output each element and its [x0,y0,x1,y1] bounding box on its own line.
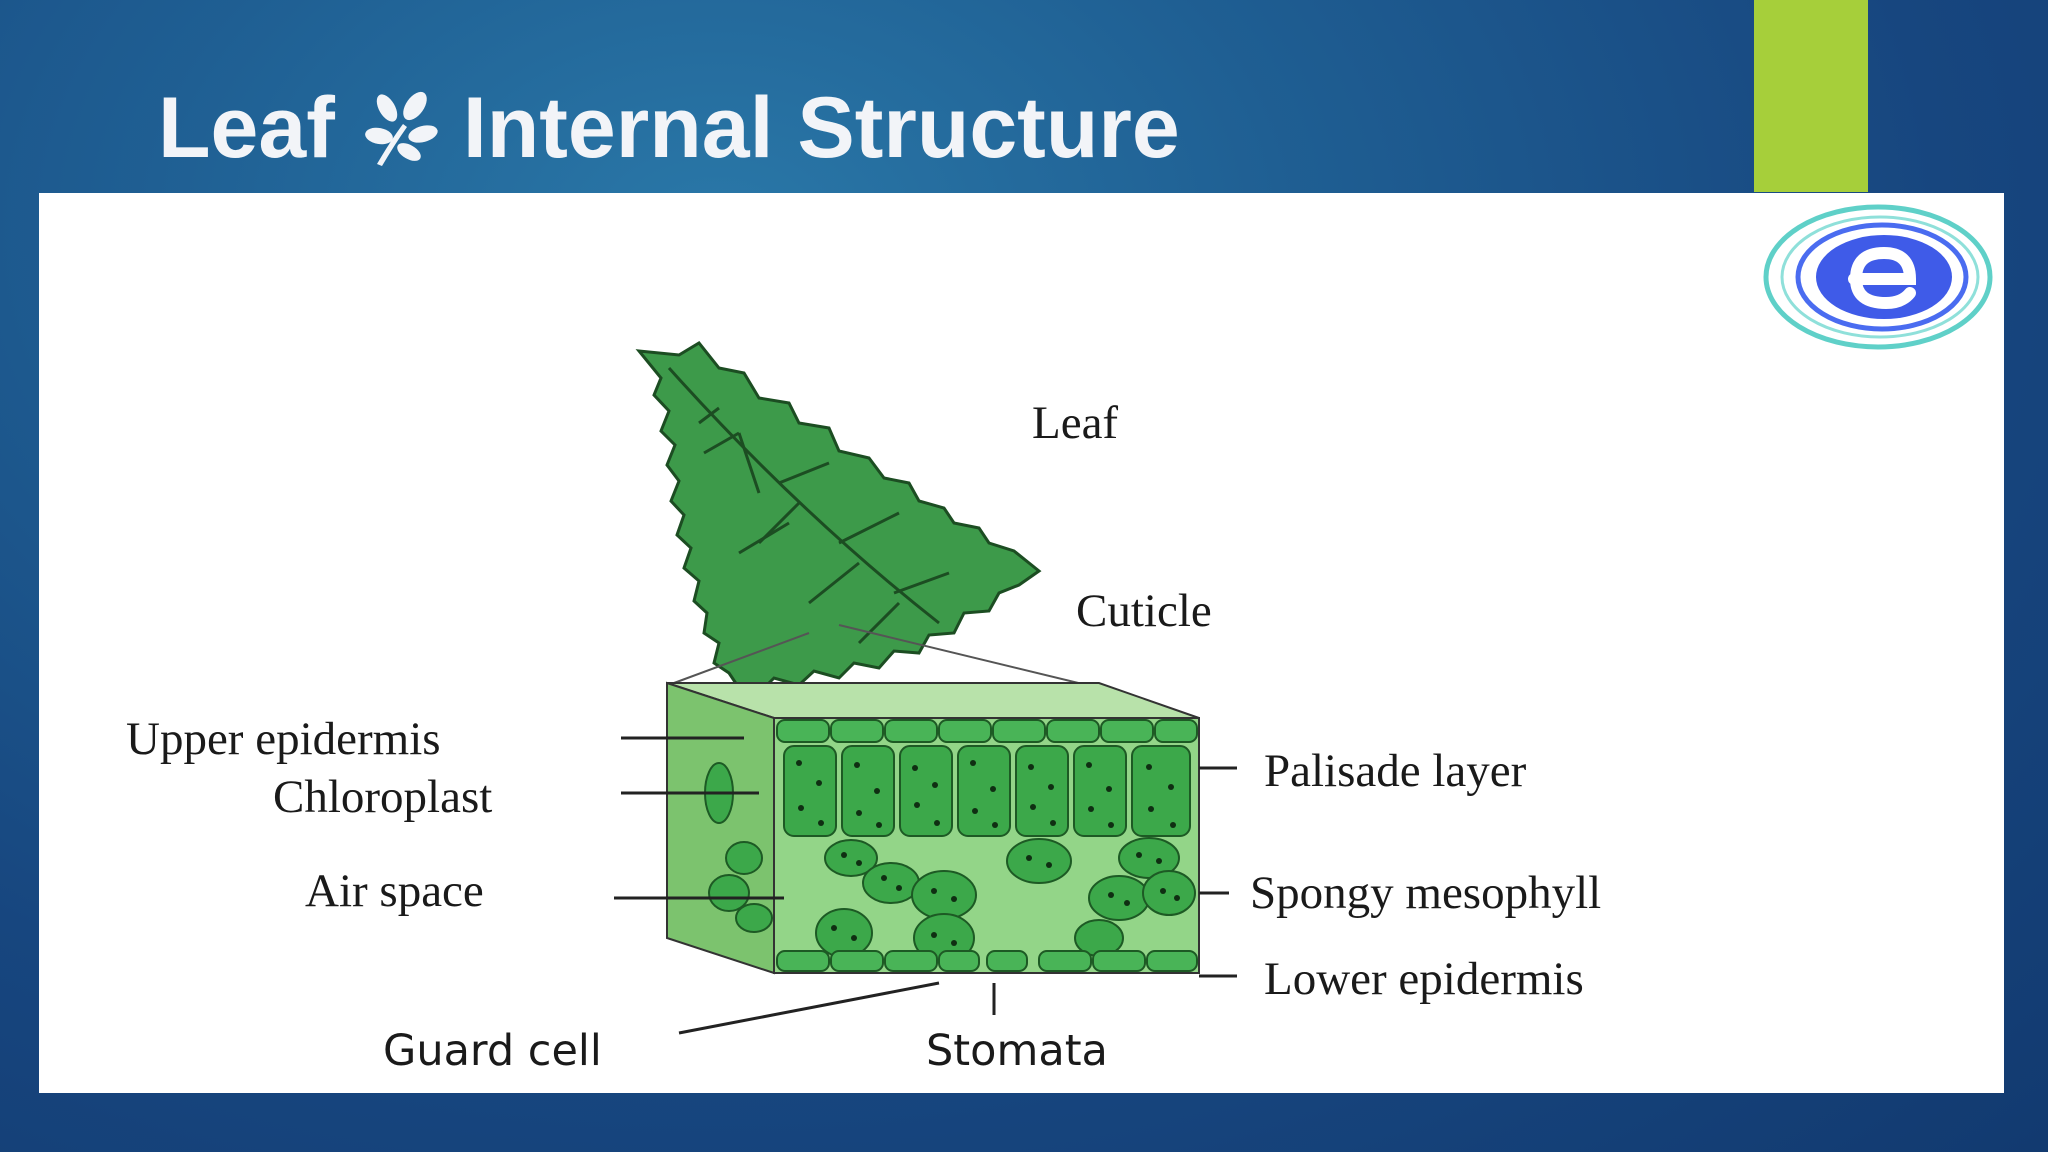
label-leaf: Leaf [1032,397,1119,449]
accent-bar [1754,0,1868,192]
leaf-structure-diagram [614,341,1237,1035]
label-guard-cell: Guard cell [383,1026,602,1076]
label-air-space: Air space [305,865,484,917]
tissue-block [666,681,1200,975]
label-cuticle: Cuticle [1076,585,1212,637]
label-upper-epidermis: Upper epidermis [126,713,441,765]
title-text-structure: Internal Structure [462,80,1180,176]
label-palisade-layer: Palisade layer [1264,745,1527,797]
label-chloroplast: Chloroplast [273,771,493,823]
slide-title: Leaf Internal Structure [158,78,1180,178]
title-text-leaf: Leaf [158,80,335,176]
leaf-sprig-icon [364,91,438,166]
label-lower-epidermis: Lower epidermis [1264,953,1584,1005]
label-spongy-mesophyll: Spongy mesophyll [1250,867,1602,919]
swirl-e-logo [1763,204,1993,350]
leaf-illustration [635,341,1042,695]
label-stomata: Stomata [926,1026,1108,1076]
